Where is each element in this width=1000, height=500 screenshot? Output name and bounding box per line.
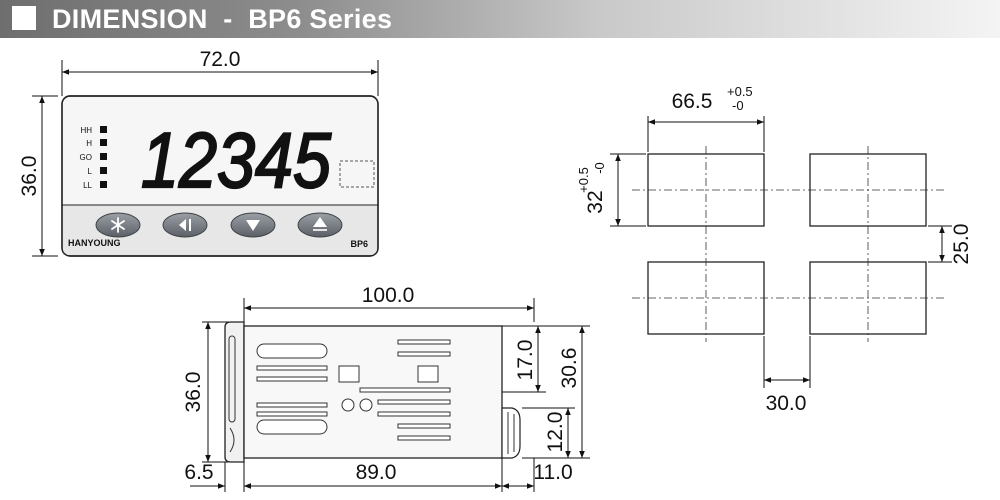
side-height-label: 36.0 [182, 372, 205, 413]
title-square-icon [12, 6, 36, 30]
up-arrow-icon [313, 217, 327, 227]
upper-height-label: 17.0 [514, 340, 537, 381]
indicator-hh-led [100, 126, 107, 133]
bezel-depth-label: 6.5 [184, 461, 213, 484]
display-digits: 12345 [141, 116, 332, 204]
center-lines [632, 146, 944, 342]
cutout-height-tol-minus: -0 [592, 162, 607, 174]
indicator-ll-led [100, 181, 107, 188]
key-shift-left[interactable] [162, 212, 208, 238]
indicator-go-led [100, 153, 107, 160]
page-title: DIMENSION - BP6 Series [52, 4, 393, 34]
indicator-h-label: H [86, 139, 92, 148]
cutout-height-label: 32 [584, 190, 607, 213]
indicator-ll-label: LL [83, 181, 92, 190]
side-length-label: 100.0 [362, 284, 415, 307]
terminal-depth-label: 11.0 [533, 461, 572, 484]
front-width-label: 72.0 [200, 48, 241, 71]
title-bar: DIMENSION - BP6 Series [0, 0, 1000, 38]
decimal-unit-placeholder [339, 160, 375, 188]
front-height-label: 36.0 [18, 156, 41, 197]
indicator-go-label: GO [80, 153, 92, 162]
asterisk-icon [111, 217, 125, 233]
key-up[interactable] [297, 212, 343, 238]
cutout-width-tol-minus: -0 [732, 98, 744, 113]
shift-left-icon [179, 219, 186, 231]
cutout-width-label: 66.5 [672, 90, 713, 113]
brand-label: HANYOUNG [68, 238, 121, 248]
inner-height-label: 30.6 [558, 348, 581, 389]
down-arrow-icon [246, 220, 260, 231]
indicator-hh-label: HH [80, 126, 92, 135]
body-depth-label: 89.0 [356, 461, 397, 484]
terminal-connector [501, 407, 521, 459]
key-down[interactable] [230, 212, 276, 238]
side-view: 100.0 36.0 [182, 284, 590, 492]
cutout-width-tol-plus: +0.5 [727, 84, 753, 99]
indicator-l-label: L [88, 167, 93, 176]
terminal-height-label: 12.0 [544, 412, 567, 453]
model-label: BP6 [350, 239, 368, 249]
indicator-l-led [100, 167, 107, 174]
cutout-height-tol-plus: +0.5 [576, 167, 591, 193]
panel-cutout: 66.5 +0.5 -0 32 +0.5 -0 25.0 30.0 [576, 84, 973, 415]
horizontal-gap-label: 30.0 [766, 392, 807, 415]
indicator-column: HH H GO L LL [80, 126, 107, 190]
front-view: 72.0 36.0 HH H GO L LL 12345 [18, 48, 379, 257]
indicator-h-led [100, 139, 107, 146]
key-asterisk[interactable] [95, 212, 141, 238]
vertical-gap-label: 25.0 [950, 224, 973, 265]
